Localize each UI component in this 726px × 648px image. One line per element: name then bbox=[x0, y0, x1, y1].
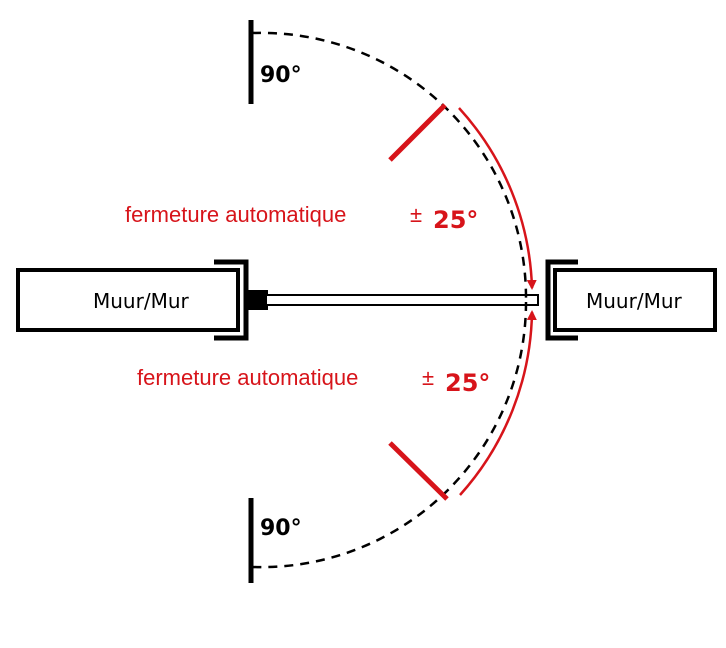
left-hinge bbox=[248, 290, 268, 310]
door-25-top bbox=[388, 103, 447, 162]
plusminus-bottom: ± bbox=[422, 365, 434, 390]
auto-close-text-top: fermeture automatique bbox=[125, 202, 346, 227]
right-wall-label: Muur/Mur bbox=[586, 289, 683, 313]
door-panel bbox=[265, 294, 539, 306]
auto-close-arc-bottom bbox=[459, 310, 537, 496]
angle-label-top: 90° bbox=[260, 63, 302, 88]
swing-arc-bottom bbox=[251, 301, 528, 569]
auto-close-value-bottom: 25° bbox=[445, 369, 490, 397]
auto-close-value-top: 25° bbox=[433, 206, 478, 234]
auto-close-text-bottom: fermeture automatique bbox=[137, 365, 358, 390]
door-25-bottom bbox=[388, 441, 449, 501]
auto-close-arc-top bbox=[458, 107, 537, 290]
angle-label-bottom: 90° bbox=[260, 516, 302, 541]
right-wall bbox=[553, 268, 717, 332]
left-wall-label: Muur/Mur bbox=[93, 289, 190, 313]
right-frame bbox=[545, 259, 578, 341]
plusminus-top: ± bbox=[410, 202, 422, 227]
left-frame bbox=[214, 259, 249, 341]
left-wall bbox=[16, 268, 240, 332]
